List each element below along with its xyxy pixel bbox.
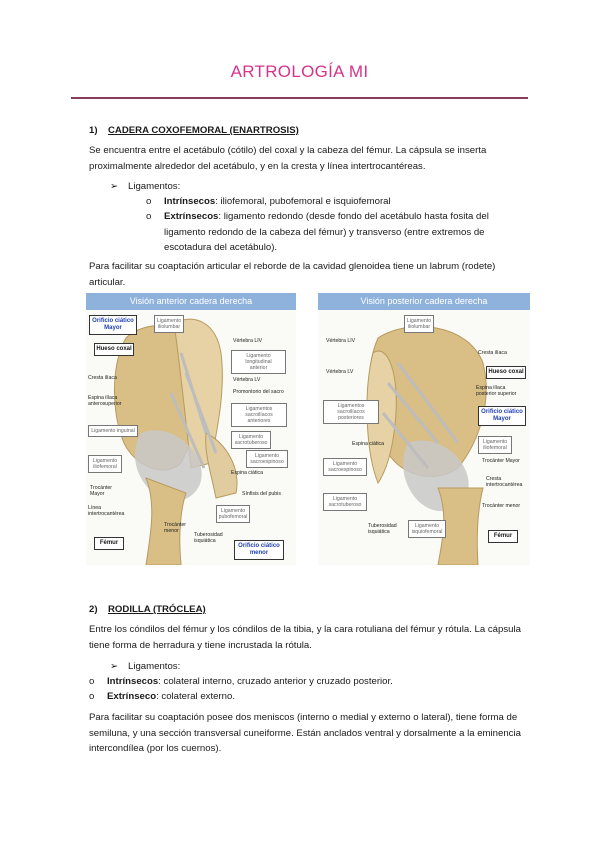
extrinseco-item: Extrínseco: colateral externo.	[107, 689, 527, 705]
label-hueso-coxal: Hueso coxal	[94, 343, 134, 356]
section-number: 1)	[89, 125, 98, 136]
label-sinfisis: Sínfisis del pubis	[242, 491, 281, 497]
intrinsecos-text: : iliofemoral, pubofemoral e isquiofemor…	[215, 196, 391, 207]
label-vertebra-liv: Vértebra LIV	[233, 338, 263, 344]
circle-bullet-icon: o	[146, 211, 152, 222]
ligamentos-label: Ligamentos:	[128, 181, 181, 192]
figure-title: Visión anterior cadera derecha	[86, 293, 296, 310]
intrinsecos-item: Intrínsecos: iliofemoral, pubofemoral e …	[164, 194, 524, 210]
paragraph: Para facilitar su coaptación articular e…	[89, 261, 496, 288]
label-lig-inguinal: Ligamento inguinal	[88, 425, 138, 437]
section-number: 2)	[89, 604, 98, 615]
pelvis-posterior-illustration	[366, 326, 487, 565]
extrinseco-text: : colateral externo.	[156, 691, 235, 702]
intrinsecos-label: Intrínsecos	[107, 676, 159, 687]
label-femur: Fémur	[488, 530, 518, 543]
extrinseco-label: Extrínseco	[107, 691, 157, 702]
figure-posterior-hip: Visión posterior cadera derecha Ligament…	[318, 293, 530, 565]
label-cresta-iliaca: Cresta ilíaca	[88, 375, 117, 381]
label-espina-ciatica: Espina ciática	[352, 441, 385, 447]
label-vertebra-lv: Vértebra LV	[233, 377, 261, 383]
ligamentos-label: Ligamentos:	[128, 661, 181, 672]
paragraph: Se encuentra entre el acetábulo (cótilo)…	[89, 145, 487, 172]
circle-bullet-icon: o	[146, 196, 152, 207]
figure-anterior-hip: Visión anterior cadera derecha Orificio …	[86, 293, 296, 565]
section-heading-rodilla: 2) RODILLA (TRÓCLEA)	[89, 604, 206, 615]
intrinsecos-label: Intrínsecos	[164, 196, 216, 207]
label-espina-ciatica: Espina ciática	[231, 470, 264, 476]
section-heading-text: RODILLA (TRÓCLEA)	[108, 604, 206, 615]
label-hueso-coxal: Hueso coxal	[486, 366, 526, 379]
arrow-bullet-icon: ➢	[110, 661, 119, 672]
extrinsecos-item: Extrínsecos: ligamento redondo (desde fo…	[164, 209, 516, 256]
arrow-bullet-icon: ➢	[110, 181, 119, 192]
extrinsecos-text: : ligamento redondo (desde fondo del ace…	[164, 211, 489, 253]
extrinsecos-label: Extrínsecos	[164, 211, 219, 222]
paragraph: Para facilitar su coaptación posee dos m…	[89, 712, 521, 754]
circle-bullet-icon: o	[89, 691, 95, 702]
figure-title: Visión posterior cadera derecha	[318, 293, 530, 310]
label-trocanter-mayor: Trocánter Mayor	[482, 458, 520, 464]
label-vertebra-liv: Vértebra LIV	[326, 338, 356, 344]
label-femur: Fémur	[94, 537, 124, 550]
section-heading-text: CADERA COXOFEMORAL (ENARTROSIS)	[108, 125, 299, 136]
label-promontorio: Promontorio del sacro	[233, 389, 284, 395]
label-trocanter-menor: Trocánter menor	[482, 503, 521, 509]
paragraph: Entre los cóndilos del fémur y los cóndi…	[89, 624, 521, 651]
circle-bullet-icon: o	[89, 676, 95, 687]
section-heading-cadera: 1) CADERA COXOFEMORAL (ENARTROSIS)	[89, 125, 299, 136]
label-vertebra-lv: Vértebra LV	[326, 369, 354, 375]
title-rule	[71, 97, 528, 99]
intrinsecos-item: Intrínsecos: colateral interno, cruzado …	[107, 674, 527, 690]
label-cresta-iliaca: Cresta ilíaca	[478, 350, 507, 356]
page-title: ARTROLOGÍA MI	[230, 62, 369, 81]
intrinsecos-text: : colateral interno, cruzado anterior y …	[158, 676, 393, 687]
